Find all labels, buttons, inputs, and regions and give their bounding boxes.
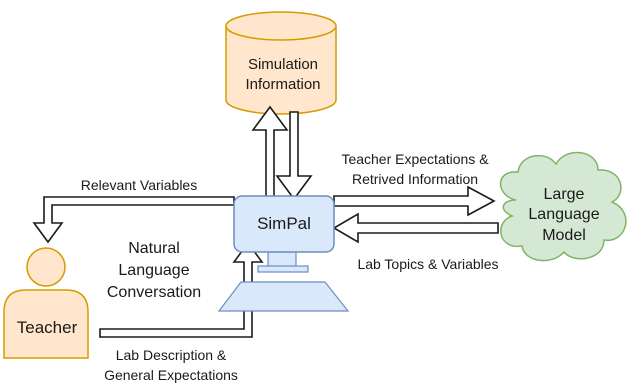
llm-cloud-shape xyxy=(499,151,627,262)
label-teacher-expectations-line2: Retrived Information xyxy=(352,171,478,187)
simpal-screen xyxy=(233,195,335,253)
label-lab-description-line2: General Expectations xyxy=(104,367,238,383)
simulation-information-database: Simulation Information xyxy=(225,11,337,115)
teacher-actor: Teacher xyxy=(3,247,89,359)
database-body xyxy=(225,26,337,115)
teacher-head-icon xyxy=(26,247,66,287)
label-teacher-expectations-line1: Teacher Expectations & xyxy=(341,151,489,167)
label-conversation-line2: Language xyxy=(118,262,189,279)
simpal-label: SimPal xyxy=(257,214,311,233)
arrow-simpal-to-database xyxy=(251,105,289,198)
llm-label-line3: Model xyxy=(542,227,586,244)
monitor-foot xyxy=(257,265,309,273)
arrow-llm-to-simpal xyxy=(332,212,499,244)
llm-cloud: Large Language Model xyxy=(499,151,627,262)
arrow-simpal-to-teacher xyxy=(32,196,235,244)
label-lab-description-line1: Lab Description & xyxy=(116,347,227,363)
label-relevant-variables: Relevant Variables xyxy=(81,177,197,193)
simpal-monitor-stand xyxy=(217,251,350,312)
arrow-database-to-simpal xyxy=(275,111,313,201)
teacher-label: Teacher xyxy=(17,318,78,337)
label-conversation-line1: Natural xyxy=(128,240,180,257)
database-top xyxy=(225,11,337,41)
llm-label-line1: Large xyxy=(544,186,585,203)
llm-label-line2: Language xyxy=(528,206,599,223)
label-lab-topics: Lab Topics & Variables xyxy=(357,256,498,272)
teacher-body xyxy=(3,289,89,359)
database-label-line1: Simulation xyxy=(248,56,318,73)
keyboard-base xyxy=(217,281,350,312)
label-conversation-line3: Conversation xyxy=(107,284,201,301)
database-label-line2: Information xyxy=(245,76,320,93)
simpal-node: SimPal xyxy=(233,195,335,253)
arrow-simpal-to-llm xyxy=(333,185,496,217)
